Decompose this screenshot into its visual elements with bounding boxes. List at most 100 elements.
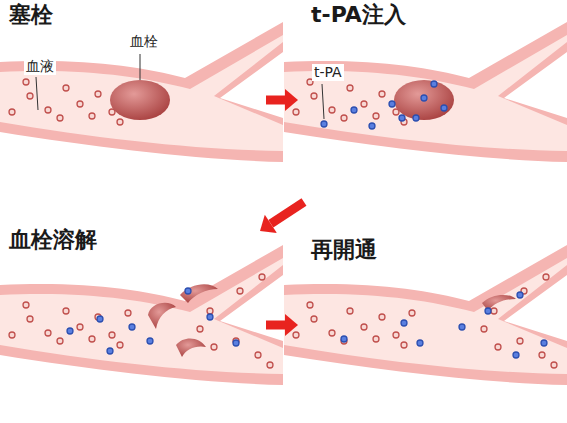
vessel-panel — [0, 22, 283, 162]
t-pa-molecule — [417, 340, 423, 346]
t-pa-molecule — [129, 324, 135, 330]
arrow-head — [285, 89, 298, 111]
vessel-panel — [284, 245, 567, 385]
vessel-wall — [284, 22, 567, 162]
blood-cell — [361, 101, 367, 107]
t-pa-molecule — [413, 115, 419, 121]
blood-cell — [89, 113, 95, 119]
blood-cell — [409, 310, 415, 316]
blood-cell — [517, 338, 523, 344]
blood-cell — [373, 113, 379, 119]
t-pa-molecule — [147, 338, 153, 344]
blood-cell — [329, 107, 335, 113]
blood-cell — [109, 332, 115, 338]
blood-cell — [77, 101, 83, 107]
blood-cell — [393, 332, 399, 338]
blood-cell — [207, 308, 213, 314]
blood-cell — [117, 119, 123, 125]
thrombus — [110, 80, 170, 120]
step-panel: 再開通 — [298, 225, 567, 423]
arrow-shaft — [266, 321, 285, 330]
blood-cell — [401, 342, 407, 348]
thrombus — [394, 80, 454, 120]
t-pa-molecule — [399, 115, 405, 121]
part-label: 血液 — [24, 58, 56, 75]
t-pa-molecule — [421, 95, 427, 101]
step-arrow — [266, 314, 298, 336]
t-pa-molecule — [107, 348, 113, 354]
arrow-head — [285, 314, 298, 336]
blood-cell — [311, 93, 317, 99]
blood-cell — [27, 316, 33, 322]
leader-line — [322, 84, 324, 119]
blood-cell — [27, 93, 33, 99]
vessel-panel — [284, 22, 567, 162]
blood-cell — [347, 308, 353, 314]
blood-cell — [23, 79, 29, 85]
vessel-lumen — [284, 35, 567, 151]
blood-cell — [311, 316, 317, 322]
thrombus-fragment — [148, 303, 176, 329]
t-pa-molecule — [513, 352, 519, 358]
t-pa-molecule — [369, 123, 375, 129]
blood-cell — [481, 326, 487, 332]
leader-line — [140, 54, 141, 80]
blood-cell — [543, 274, 549, 280]
blood-cell — [341, 115, 347, 121]
step-arrow — [266, 89, 298, 111]
t-pa-molecule — [97, 316, 103, 322]
blood-cell — [57, 338, 63, 344]
step-title: 塞栓 — [6, 2, 56, 28]
blood-cell — [45, 330, 51, 336]
vessel-lumen — [0, 35, 283, 151]
t-pa-molecule — [341, 336, 347, 342]
t-pa-molecule — [185, 288, 191, 294]
t-pa-molecule — [401, 320, 407, 326]
blood-cell — [77, 324, 83, 330]
t-pa-molecule — [207, 314, 213, 320]
blood-cell — [379, 314, 385, 320]
vessel-lumen — [0, 258, 283, 374]
thrombus-fragment — [176, 338, 206, 357]
t-pa-molecule — [389, 101, 395, 107]
blood-cell — [259, 274, 265, 280]
blood-cell — [495, 344, 501, 350]
arrow-head — [260, 215, 277, 233]
t-pa-molecule — [321, 121, 327, 127]
step-panel: t-PA注入 — [298, 0, 567, 200]
blood-cell — [197, 326, 203, 332]
thrombus-fragment — [180, 284, 218, 303]
vessel-lumen — [284, 258, 567, 374]
blood-cell — [267, 362, 273, 368]
step-panel: 血栓溶解 — [0, 225, 266, 423]
blood-cell — [57, 115, 63, 121]
blood-cell — [329, 330, 335, 336]
blood-cell — [211, 344, 217, 350]
t-pa-molecule — [517, 292, 523, 298]
vessel-wall — [0, 245, 283, 385]
vessel-wall — [0, 22, 283, 162]
t-pa-molecule — [541, 340, 547, 346]
blood-cell — [63, 308, 69, 314]
blood-cell — [45, 107, 51, 113]
arrow-shaft — [266, 96, 285, 105]
t-pa-molecule — [441, 105, 447, 111]
vessel-wall — [284, 245, 567, 385]
blood-cell — [361, 324, 367, 330]
blood-cell — [9, 332, 15, 338]
part-label: t-PA — [312, 64, 344, 81]
blood-cell — [117, 342, 123, 348]
step-title: 再開通 — [308, 237, 380, 263]
blood-cell — [125, 310, 131, 316]
blood-cell — [551, 362, 557, 368]
part-label: 血栓 — [128, 33, 160, 50]
blood-cell — [491, 308, 497, 314]
t-pa-molecule — [485, 308, 491, 314]
t-pa-molecule — [459, 324, 465, 330]
vessel-panel — [0, 245, 283, 385]
t-pa-molecule — [431, 81, 437, 87]
blood-cell — [9, 109, 15, 115]
